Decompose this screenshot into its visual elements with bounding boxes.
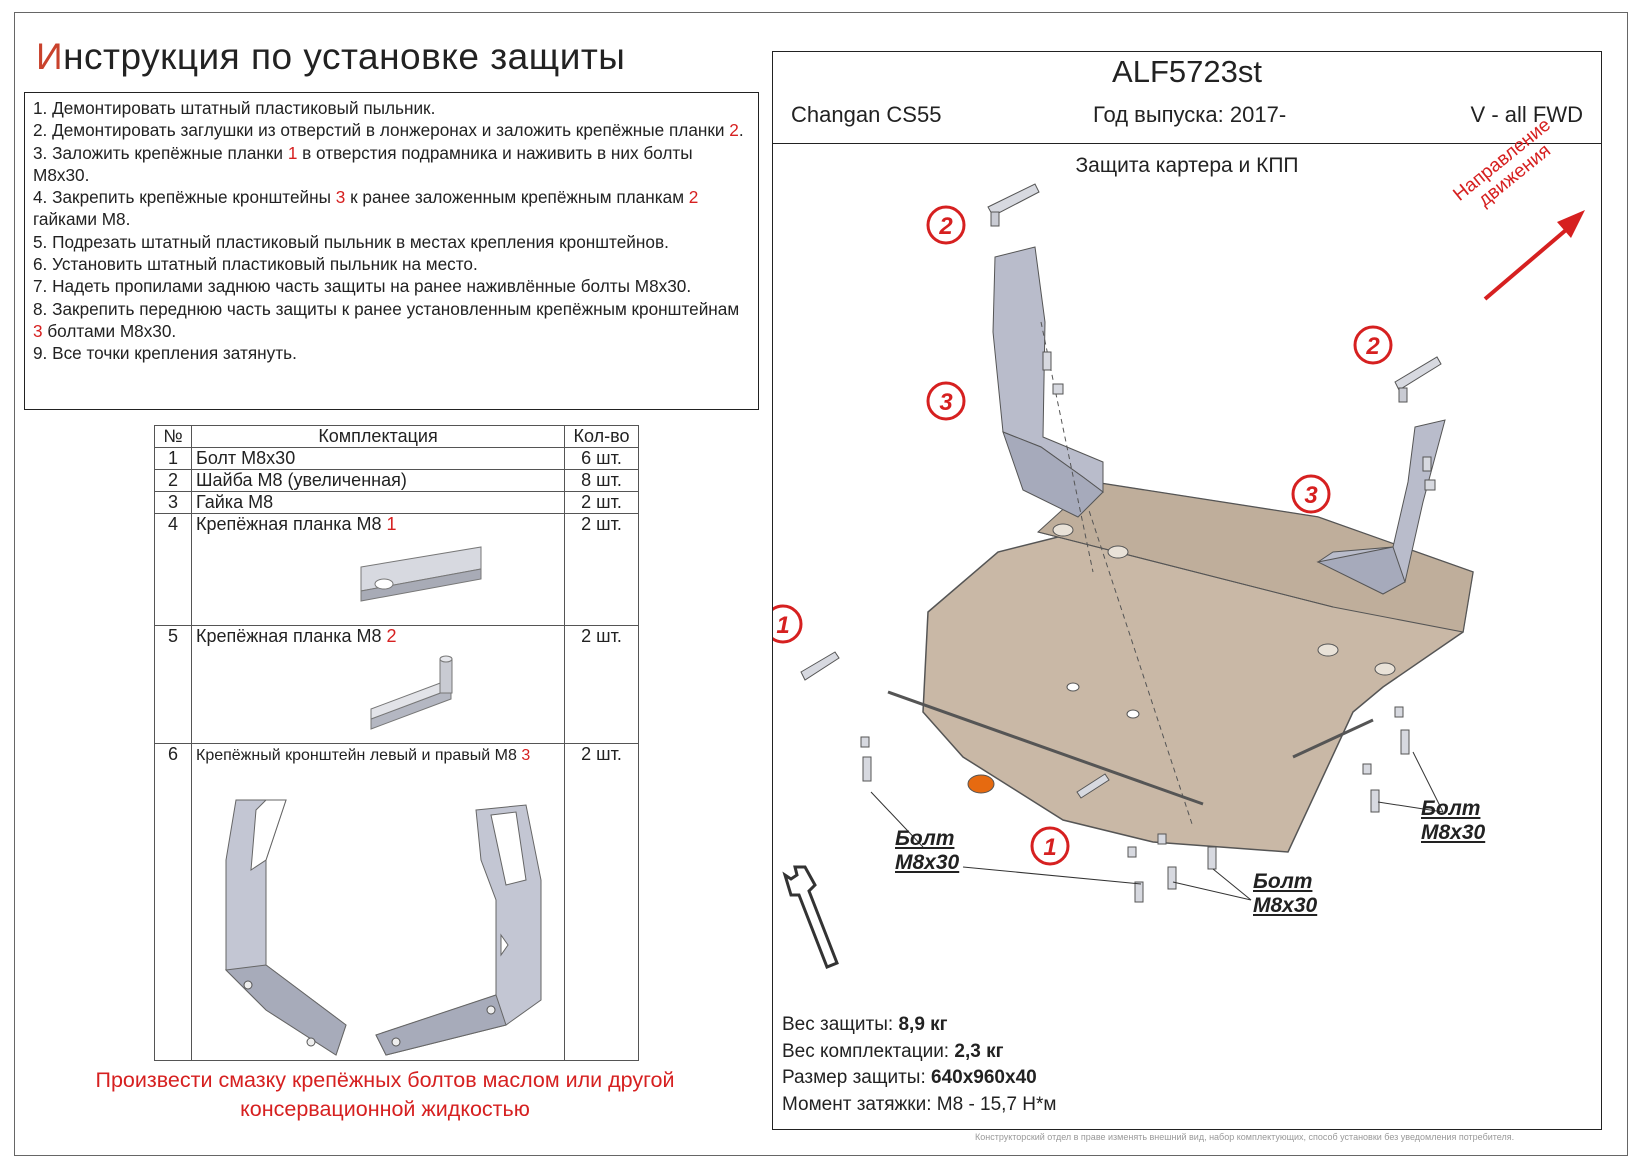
- kit-row: 5 Крепёжная планка М8 2 2 шт.: [154, 625, 639, 744]
- spec-weight: Вес защиты: 8,9 кг: [782, 1014, 948, 1035]
- drawing-panel: ALF5723st Changan CS55 Год выпуска: 2017…: [772, 51, 1602, 1130]
- plate-1-bottom: [1076, 773, 1110, 799]
- svg-text:2: 2: [1365, 333, 1380, 360]
- direction-arrow: [1483, 210, 1585, 301]
- car-model: Changan CS55: [791, 102, 942, 127]
- step-3: 3. Заложить крепёжные планки 1 в отверст…: [33, 142, 693, 185]
- callout-2-right: 2: [1353, 325, 1393, 365]
- step-7: 7. Надеть пропилами заднюю часть защиты …: [33, 276, 692, 297]
- callout-1-bottom: 1: [1030, 826, 1070, 866]
- callout-2-top: 2: [926, 205, 966, 245]
- product-code: ALF5723st: [1112, 54, 1262, 89]
- page-title: Инструкция по установке защиты: [36, 36, 625, 78]
- product-header: ALF5723st Changan CS55 Год выпуска: 2017…: [773, 52, 1601, 144]
- svg-text:1: 1: [776, 612, 789, 639]
- step-9: 9. Все точки крепления затянуть.: [33, 343, 297, 364]
- kit-row: 4 Крепёжная планка М8 1 2 шт.: [154, 513, 639, 626]
- production-year: Год выпуска: 2017-: [1093, 102, 1287, 127]
- kit-row: 3 Гайка М8 2 шт.: [154, 491, 639, 514]
- page-frame: [14, 12, 1628, 1156]
- bracket-right: [1316, 419, 1446, 595]
- leader-lines: [870, 751, 1444, 901]
- right-bracket-shape: [375, 804, 542, 1056]
- kit-row: 6 Крепёжный кронштейн левый и правый М8 …: [154, 743, 639, 1061]
- assembly-drawing: 2 3 2 3 1 1: [773, 183, 1585, 969]
- callout-3-right: 3: [1291, 474, 1331, 514]
- kit-row: 2 Шайба М8 (увеличенная) 8 шт.: [154, 469, 639, 492]
- step-4: 4. Закрепить крепёжные кронштейны 3 к ра…: [33, 187, 699, 230]
- bracket-left-top: [992, 246, 1104, 573]
- bolts: [860, 351, 1436, 903]
- title-first-letter: И: [36, 36, 64, 77]
- plate-2-top: [987, 183, 1040, 227]
- spec-kit-weight: Вес комплектации: 2,3 кг: [782, 1040, 1004, 1062]
- skid-plate: [887, 476, 1474, 853]
- plate-2-right: [1394, 356, 1442, 403]
- svg-text:2: 2: [938, 213, 953, 240]
- spec-torque: Момент затяжки: М8 - 15,7 Н*м: [782, 1093, 1057, 1115]
- step-8: 8. Закрепить переднюю часть защиты к ран…: [33, 298, 740, 341]
- drawing-subtitle: Защита картера и КПП: [1075, 154, 1299, 177]
- step-6: 6. Установить штатный пластиковый пыльни…: [33, 254, 478, 275]
- plate-1-left: [800, 651, 840, 681]
- kit-header-name: Комплектация: [191, 425, 565, 448]
- wrench-icon: [782, 865, 839, 969]
- kit-table: № Комплектация Кол-во 1 Болт М8х30 6 шт.…: [154, 425, 639, 1061]
- step-2: 2. Демонтировать заглушки из отверстий в…: [33, 120, 744, 141]
- svg-text:3: 3: [939, 389, 953, 416]
- kit-header-number: №: [154, 425, 192, 448]
- lubrication-note: Произвести смазку крепёжных болтов масло…: [95, 1068, 675, 1121]
- svg-text:1: 1: [1043, 834, 1056, 861]
- kit-table-header: № Комплектация Кол-во: [154, 425, 639, 448]
- callout-1-left: 1: [773, 604, 803, 644]
- callout-3-left: 3: [926, 381, 966, 421]
- spec-size: Размер защиты: 640х960х40: [782, 1067, 1037, 1088]
- kit-row: 1 Болт М8х30 6 шт.: [154, 447, 639, 470]
- brackets-left-right-image: [224, 799, 542, 1056]
- specs-block: Вес защиты: 8,9 кг Вес комплектации: 2,3…: [782, 1012, 1056, 1118]
- step-5: 5. Подрезать штатный пластиковый пыльник…: [33, 231, 669, 252]
- svg-text:3: 3: [1304, 482, 1318, 509]
- step-1: 1. Демонтировать штатный пластиковый пыл…: [33, 98, 436, 118]
- instructions-box: 1. Демонтировать штатный пластиковый пыл…: [24, 92, 759, 410]
- mounting-plate-2-image: [370, 655, 453, 730]
- disclaimer: Конструкторский отдел в праве изменять в…: [975, 1132, 1515, 1142]
- title-rest: нструкция по установке защиты: [63, 36, 626, 77]
- mounting-plate-1-image: [360, 546, 482, 602]
- left-bracket-shape: [224, 799, 347, 1056]
- kit-header-qty: Кол-во: [564, 425, 639, 448]
- engine-variant: V - all FWD: [1470, 102, 1583, 127]
